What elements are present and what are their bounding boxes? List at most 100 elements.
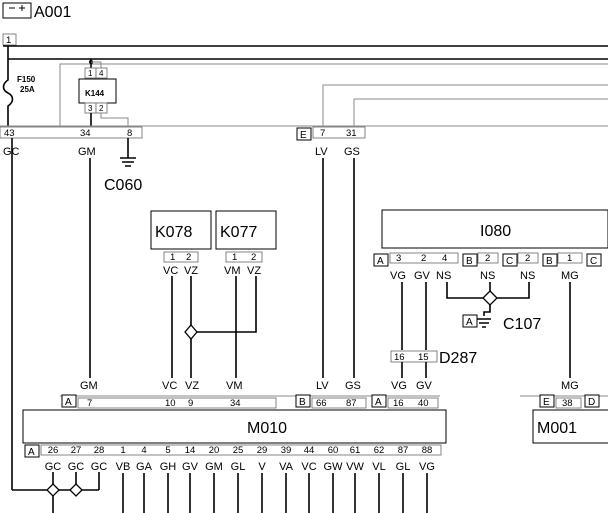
m010-wire-vm: VM <box>226 380 243 392</box>
wire-gm: GM <box>78 146 96 158</box>
ground-icon <box>477 318 491 328</box>
m010-wire-vc: VC <box>162 380 177 392</box>
d287-pin-15: 15 <box>418 352 429 363</box>
i080-tag-c: C <box>506 256 513 267</box>
m010-bottom-wire-label: GC <box>91 461 108 473</box>
k077-ref: K077 <box>220 224 257 241</box>
i080-pin-4: 4 <box>442 253 447 264</box>
m010-bottom-pin: 26 <box>48 445 59 456</box>
m010-pin-9: 9 <box>188 398 193 409</box>
m010-tag-bottom: A <box>28 447 35 458</box>
right-connector-pins <box>312 126 366 139</box>
m010-pin-66: 66 <box>316 398 327 409</box>
wire-lv-top: LV <box>315 146 328 158</box>
k078-wire-vc: VC <box>163 265 178 277</box>
fuse-rating: 25A <box>20 85 35 94</box>
grey-wire-1 <box>322 84 608 126</box>
grey-wire-3 <box>59 63 608 126</box>
k078-pin-2: 2 <box>186 252 191 263</box>
k078-box <box>150 210 212 250</box>
m010-tag-a1: A <box>65 397 72 408</box>
i080-tag-b: B <box>466 256 473 267</box>
m001-tag-d: D <box>588 397 595 408</box>
i080-pin-b2: 2 <box>485 253 490 264</box>
relay-pin2: 2 <box>99 104 104 113</box>
relay-k144 <box>78 78 117 104</box>
ground-c060-ref: C060 <box>104 177 142 194</box>
m010-wire-gv: GV <box>416 380 433 392</box>
relay-pin4-box <box>95 67 108 79</box>
m001-pin-38: 38 <box>562 398 573 409</box>
i080-wire-ns-c: NS <box>520 270 535 282</box>
i080-wire-vg: VG <box>390 270 406 282</box>
m010-bottom-wire-label: GL <box>231 461 246 473</box>
i080-pin-2: 2 <box>421 253 426 264</box>
m010-bottom-pin: 1 <box>120 445 125 456</box>
k078-pins <box>163 251 199 263</box>
m010-bottom-pin: 60 <box>328 445 339 456</box>
m010-bottom-wire-label: VG <box>419 461 435 473</box>
i080-pin-b1: 1 <box>567 253 572 264</box>
top-pin-34: 34 <box>80 128 91 139</box>
m010-bottom-pin: 87 <box>398 445 409 456</box>
m010-bottom-wire-label: GW <box>324 461 344 473</box>
m010-pin-40: 40 <box>418 398 429 409</box>
right-pin-31: 31 <box>346 128 357 139</box>
i080-tag-b2-box <box>542 253 558 267</box>
k078-wire-vz: VZ <box>184 265 198 277</box>
fuse-ref: F150 <box>17 75 36 84</box>
m010-bottom-pin: 14 <box>185 445 196 456</box>
m010-pin-16: 16 <box>393 398 404 409</box>
i080-ref: I080 <box>480 223 511 240</box>
m010-ref: M010 <box>247 420 287 437</box>
i080-wire-ns-a: NS <box>436 270 451 282</box>
splice-gc-2 <box>69 483 83 497</box>
right-connector-tag-box <box>296 127 312 141</box>
d287-pin-16: 16 <box>394 352 405 363</box>
i080-wire-mg: MG <box>561 270 579 282</box>
m010-wire-gm: GM <box>80 380 98 392</box>
right-connector-tag: E <box>300 130 307 141</box>
battery-symbol <box>2 2 32 19</box>
k077-wire-vm: VM <box>224 265 241 277</box>
relay-pin3: 3 <box>88 104 93 113</box>
m010-tag-bottom-box <box>24 444 40 458</box>
m010-bottom-wire-label: VA <box>279 461 294 473</box>
m010-bottom-pin: 28 <box>94 445 105 456</box>
m010-pin-7: 7 <box>87 398 92 409</box>
m010-bottom-wire-label: GM <box>205 461 223 473</box>
m010-bottom-pin: 61 <box>350 445 361 456</box>
m001-tag-d-box <box>584 394 600 408</box>
k078-ref: K078 <box>155 224 192 241</box>
wire-ns-a <box>446 282 483 299</box>
i080-pins-b <box>477 252 499 264</box>
i080-tag-c2-box <box>586 253 602 267</box>
wire-gs-top: GS <box>344 146 360 158</box>
m010-bottom-wire-label: VW <box>346 461 364 473</box>
splice-vz <box>184 324 198 340</box>
wire-ns-c <box>497 282 530 299</box>
battery-pin-box <box>2 33 17 46</box>
wire-vz-k077 <box>197 276 257 333</box>
i080-pins-b2 <box>557 252 583 264</box>
m010-tag-a2-box <box>371 394 387 408</box>
d287-ref: D287 <box>439 350 477 367</box>
i080-tag-c2: C <box>590 256 597 267</box>
k078-pin-1: 1 <box>170 252 175 263</box>
m010-top-pins-a <box>77 397 277 409</box>
k077-pin-2: 2 <box>251 252 256 263</box>
i080-tag-a-box <box>373 253 389 267</box>
m010-bottom-wire-label: VC <box>301 461 316 473</box>
m010-bottom-pin: 29 <box>257 445 268 456</box>
c107-tag: A <box>466 317 473 328</box>
right-pin-7: 7 <box>320 128 325 139</box>
m010-pin-10: 10 <box>165 398 176 409</box>
m010-bottom-pins <box>40 444 442 456</box>
i080-wire-gv: GV <box>414 270 431 282</box>
m010-wire-vg: VG <box>391 380 407 392</box>
m010-bottom-wire-label: GL <box>396 461 411 473</box>
top-pin-43: 43 <box>4 128 15 139</box>
m010-tag-b-box <box>295 394 311 408</box>
m010-bottom-pin: 62 <box>374 445 385 456</box>
